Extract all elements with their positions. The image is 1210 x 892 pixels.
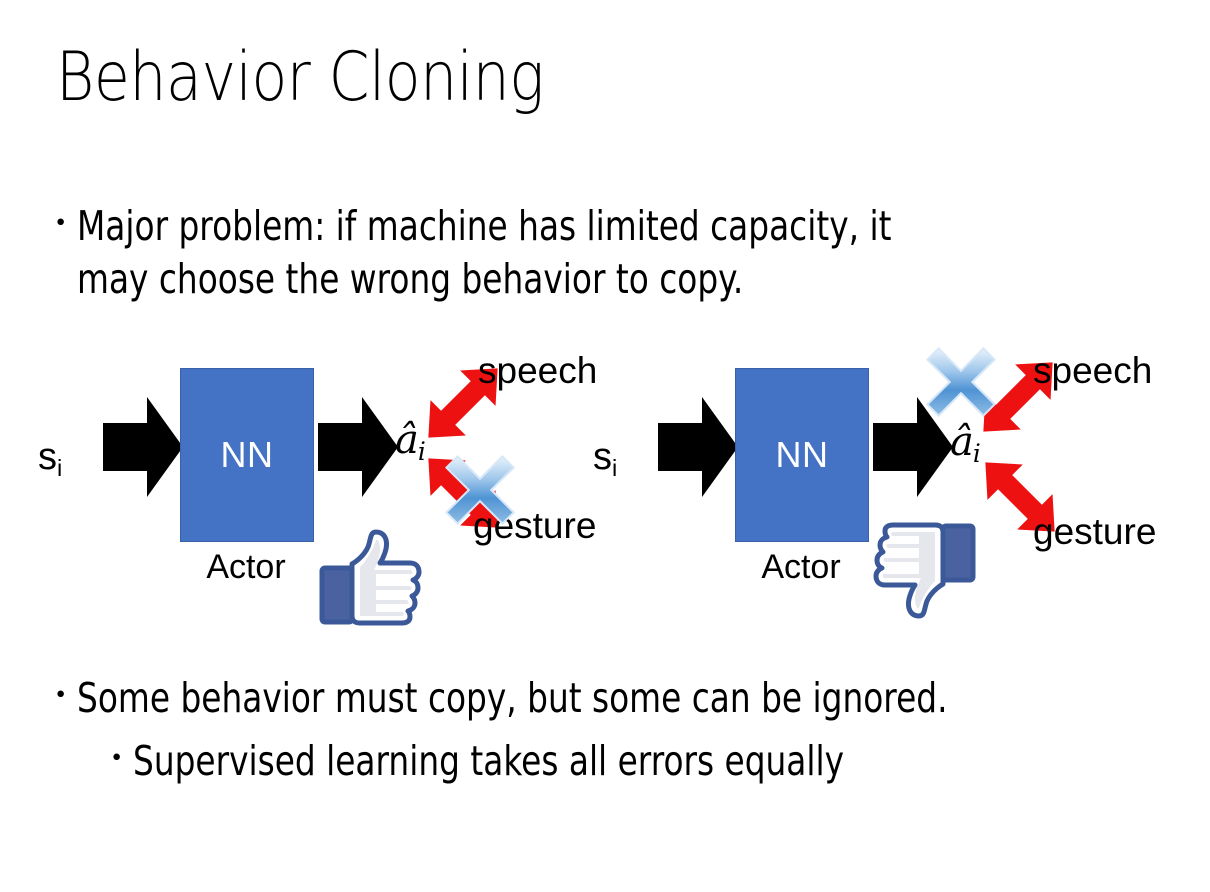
speech-double-arrow-icon [983,362,1053,432]
thumbs-up-icon [319,529,422,626]
bullet-bottom-level-2: • Supervised learning takes all errors e… [110,735,1170,787]
neural-network-label: NN [775,434,829,475]
output-arrow-icon [318,397,398,497]
action-subscript: i [417,437,426,467]
state-symbol: s [38,436,57,478]
action-subscript: i [972,439,981,469]
state-label-right: si [593,436,617,479]
bullet-top-text-line-1: Major problem: if machine has limited ca… [76,202,892,250]
neural-network-box-right: NN [735,368,869,542]
bullet-bottom-1-text: Some behavior must copy, but some can be… [76,674,948,722]
cross-out-x-icon [925,346,997,418]
gesture-double-arrow-icon [985,462,1055,532]
neural-network-label: NN [220,434,274,475]
state-subscript: i [57,454,63,481]
output-label-speech-left: speech [478,350,598,391]
bullet-top-line-1: • Major problem: if machine has limited … [54,200,1174,253]
action-symbol: â [950,419,974,465]
output-arrow-icon [873,397,953,497]
bullet-top: • Major problem: if machine has limited … [54,200,1174,307]
bullet-marker-icon: • [54,210,68,237]
state-label-left: si [38,436,62,479]
diagram-left: si NN Actor âi speech [10,330,610,640]
bullet-bottom-1-row: • Some behavior must copy, but some can … [54,672,1174,724]
bullet-bottom-2-text: Supervised learning takes all errors equ… [132,737,844,785]
neural-network-box-left: NN [180,368,314,542]
action-symbol: â [395,417,419,463]
gesture-double-arrow-icon [428,458,498,528]
actor-caption-left: Actor [206,548,286,586]
bullet-top-line-2: • may choose the wrong behavior to copy. [54,253,1174,306]
output-label-gesture-right: gesture [1033,511,1157,552]
input-arrow-icon [103,397,183,497]
bullet-marker-icon: • [54,682,68,709]
speech-double-arrow-icon [428,368,498,438]
diagram-right: si NN Actor âi [565,330,1165,640]
thumbs-down-icon [873,522,976,619]
state-subscript: i [612,454,618,481]
bullet-top-text-line-2: may choose the wrong behavior to copy. [76,255,744,304]
page-title: Behavior Cloning [56,38,544,117]
action-label-left: âi [395,417,427,464]
input-arrow-icon [658,397,738,497]
bullet-bottom-2-row: • Supervised learning takes all errors e… [110,735,1170,787]
actor-caption-right: Actor [761,548,841,586]
action-label-right: âi [950,419,982,466]
bullet-bottom-level-1: • Some behavior must copy, but some can … [54,672,1174,724]
cross-out-x-icon [444,454,516,526]
bullet-marker-icon: • [110,745,124,772]
output-label-speech-right: speech [1033,350,1153,391]
state-symbol: s [593,436,612,478]
